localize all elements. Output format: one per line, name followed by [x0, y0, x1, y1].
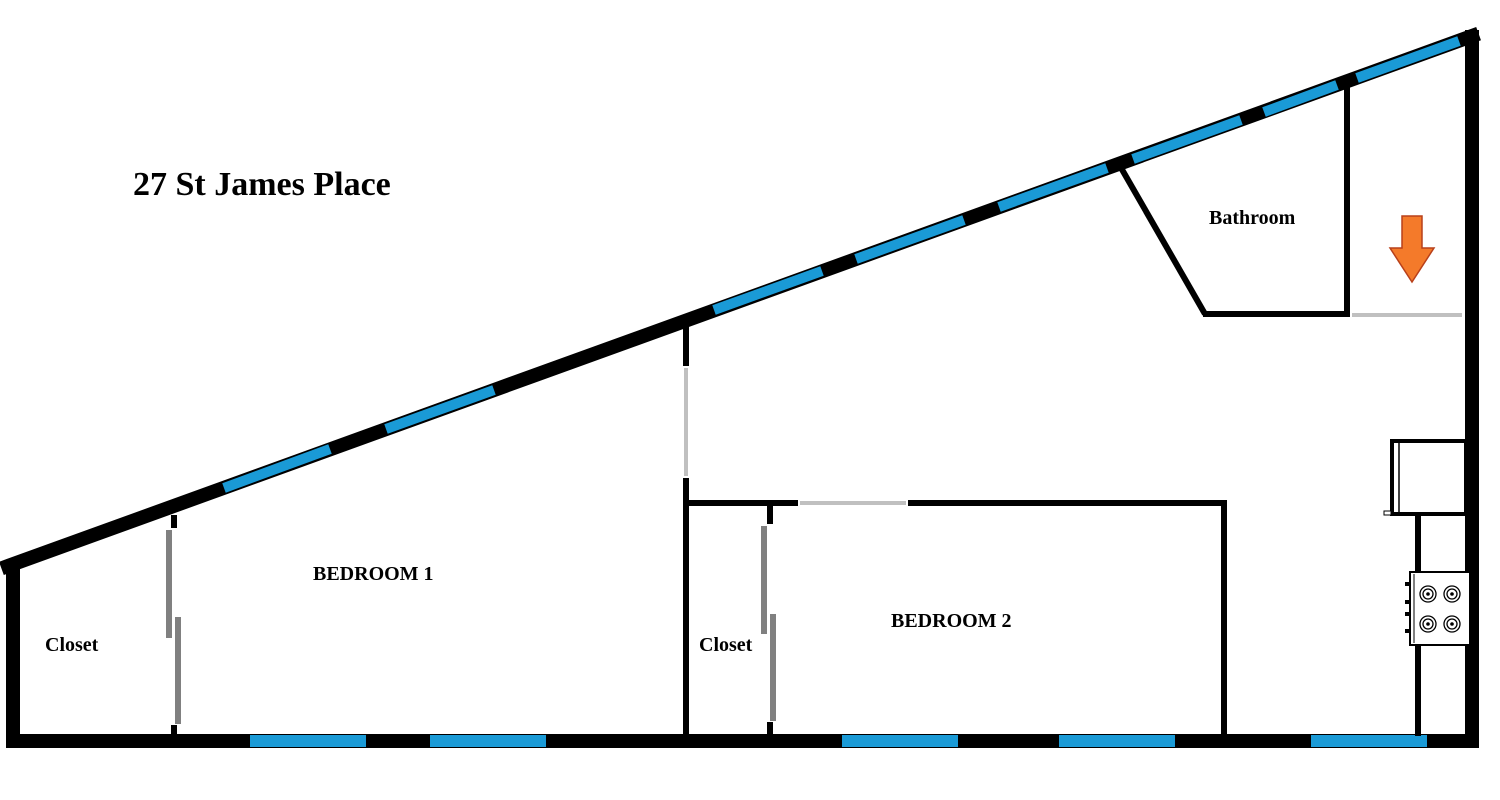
room-label-closet-1: Closet	[45, 634, 99, 656]
interior-walls	[171, 84, 1472, 740]
room-label-bathroom: Bathroom	[1209, 207, 1296, 229]
stove-icon	[1405, 571, 1471, 646]
diagonal-windows	[222, 36, 1461, 493]
page-title: 27 St James Place	[133, 166, 391, 203]
room-label-bedroom-2: BEDROOM 2	[891, 610, 1012, 632]
room-label-bedroom-1: BEDROOM 1	[313, 563, 434, 585]
fridge-icon	[1383, 439, 1468, 516]
room-label-closet-2: Closet	[699, 634, 753, 656]
entry-arrow-icon	[1388, 215, 1436, 284]
door-openings	[684, 313, 1462, 505]
closet-doors	[166, 526, 776, 724]
